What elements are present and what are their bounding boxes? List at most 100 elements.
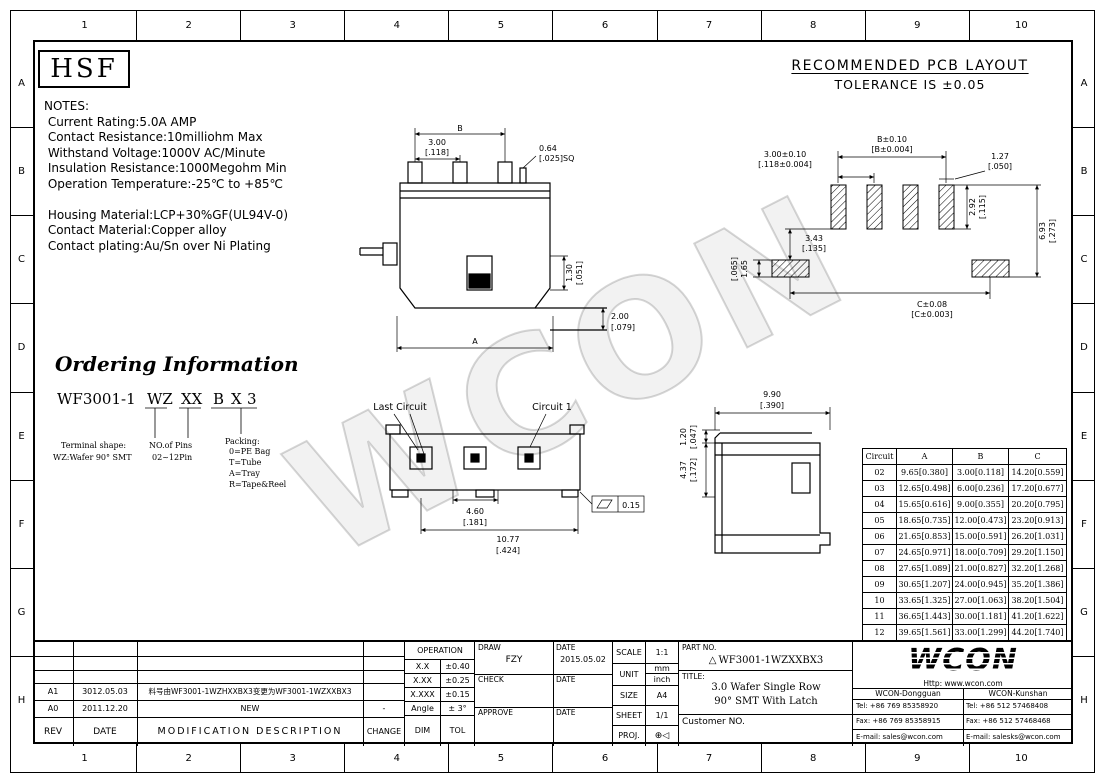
check-date-cell: DATE <box>553 674 613 707</box>
office-dongguan-tel: Tel: +86 769 85358920 <box>856 702 939 710</box>
circuit-table-cell: 35.20[1.386] <box>1008 576 1067 593</box>
dim-w-in: [.390] <box>760 401 784 410</box>
office-kunshan-email: E-mail: salesks@wcon.com <box>966 733 1061 741</box>
packing-label: Packing: <box>225 437 260 446</box>
dim-slot-w-mm: 3.43 <box>805 234 823 243</box>
revision-table: A1 3012.05.03 料号由WF3001-1WZHXXBX3变更为WF30… <box>33 642 405 746</box>
dim-w-mm: 9.90 <box>763 390 781 399</box>
dim-pad-pitch-mm: 3.00±0.10 <box>764 150 806 159</box>
terminal-shape-value: WZ:Wafer 90° SMT <box>53 453 132 462</box>
side-dimension-lines <box>702 407 831 498</box>
dim-span-mm: B±0.10 <box>877 135 907 144</box>
wcon-logo-text: WCON <box>908 642 1018 678</box>
grid-coordinate: 1 <box>81 752 88 764</box>
grid-coordinate: 8 <box>760 10 865 40</box>
circuit-table-cell: 33.65[1.325] <box>896 592 953 609</box>
draw-date-label: DATE <box>556 643 576 652</box>
dim-pad-w-in: [.050] <box>988 162 1012 171</box>
divider <box>475 707 612 708</box>
grid-coordinate: G <box>1073 567 1095 656</box>
circuit-table-cell: 12.00[0.473] <box>952 512 1009 529</box>
col-header-a: A <box>896 448 953 465</box>
rev-a1-desc: 料号由WF3001-1WZHXXBX3变更为WF3001-1WZXXBX3 <box>148 687 352 696</box>
terminal-shape-label: Terminal shape: <box>61 441 127 450</box>
unit-inch: inch <box>653 675 671 684</box>
grid-coordinate: D <box>1073 303 1095 391</box>
code-terminal: WZ <box>147 390 173 408</box>
approve-date-label: DATE <box>556 708 576 717</box>
dim-slot-h-in: [.065] <box>730 257 739 281</box>
circuit-table-cell: 3.00[0.118] <box>952 464 1009 481</box>
circuit-table-cell: 07 <box>862 544 897 561</box>
pcb-layout-title: RECOMMENDED PCB LAYOUT <box>791 58 1029 74</box>
circuit-table-cell: 6.00[0.236] <box>952 480 1009 497</box>
scale-value: 1:1 <box>655 648 669 657</box>
grid-coordinate: B <box>1073 127 1095 215</box>
circuit-table-cell: 21.00[0.827] <box>952 560 1009 577</box>
hsf-logo-text: HSF <box>50 54 118 84</box>
pcb-layout-drawing: B±0.10 [B±0.004] 3.00±0.10 [.118±0.004] … <box>730 135 1057 319</box>
tol-angle-value: ± 3° <box>448 703 467 713</box>
grid-coordinate: 2 <box>136 10 240 40</box>
circuit-table-cell: 15.00[0.591] <box>952 528 1009 545</box>
circuit-table-cell: 21.65[0.853] <box>896 528 953 545</box>
grid-coordinate: F <box>1073 479 1095 568</box>
rev-a1-date: 3012.05.03 <box>82 687 128 696</box>
grid-coordinate: C <box>10 215 33 303</box>
rev-a1: A1 <box>47 687 59 696</box>
drawing-title-line1: 3.0 Wafer Single Row <box>711 681 821 693</box>
tol-xxxx-value: ±0.15 <box>445 689 470 699</box>
tol-header: TOL <box>449 726 466 735</box>
grid-coordinate: G <box>10 567 33 656</box>
code-series: WF3001-1 <box>57 390 136 408</box>
rev-a0-desc: NEW <box>240 704 260 713</box>
draw-label: DRAW <box>478 643 501 652</box>
divider <box>33 700 404 701</box>
change-header: CHANGE <box>366 727 402 736</box>
circuit-table-cell: 10 <box>862 592 897 609</box>
bottom-view-drawing: 0.15 Last Circuit Circuit 1 4.60 [.181] … <box>373 402 645 555</box>
divider <box>405 701 474 702</box>
rev-a0: A0 <box>47 704 59 713</box>
pin-side-profile <box>359 242 398 266</box>
dim-pin-in: [.025]SQ <box>539 154 574 163</box>
dim-h2-in: [.079] <box>611 323 635 332</box>
grid-coordinate: 10 <box>968 744 1073 772</box>
divider <box>553 642 554 746</box>
circuit-table-cell: 32.20[1.268] <box>1008 560 1067 577</box>
dim-t2-mm: 4.37 <box>679 461 688 479</box>
circuit-table-cell: 38.20[1.504] <box>1008 592 1067 609</box>
size-value: A4 <box>656 690 668 700</box>
divider <box>33 670 404 671</box>
grid-coordinate: 3 <box>240 10 344 40</box>
note-line: Operation Temperature:-25℃ to +85℃ <box>44 176 283 191</box>
office-kunshan-name: WCON-Kunshan <box>988 689 1048 698</box>
divider <box>33 717 404 718</box>
dim-span-c-mm: C±0.08 <box>917 300 947 309</box>
draw-date-cell: DATE 2015.05.02 <box>553 642 613 674</box>
dim-span-in: [B±0.004] <box>871 145 912 154</box>
modification-description-header: MODIFICATION DESCRIPTION <box>157 726 343 737</box>
dim-pitch-mm: 3.00 <box>428 138 446 147</box>
tol-xx-value: ±0.40 <box>445 661 470 671</box>
divider <box>679 670 852 671</box>
office-dongguan-email: E-mail: sales@wcon.com <box>856 733 943 741</box>
front-dimension-lines <box>396 128 605 352</box>
packing-option: A=Tray <box>229 469 260 478</box>
projection-label: PROJ. <box>618 731 640 740</box>
unit-label: UNIT <box>619 669 639 679</box>
circuit-table-cell: 17.20[0.677] <box>1008 480 1067 497</box>
divider <box>475 674 612 675</box>
office-dongguan-fax: Fax: +86 769 85358915 <box>856 717 941 725</box>
wcon-logo: WCON <box>853 642 1073 678</box>
divider <box>405 659 474 660</box>
divider <box>73 642 74 746</box>
dim-pin-mm: 0.64 <box>539 144 557 153</box>
part-title-block: PART NO. △ WF3001-1WZXXBX3 TITLE: 3.0 Wa… <box>679 642 853 746</box>
title-label: TITLE: <box>682 672 705 681</box>
